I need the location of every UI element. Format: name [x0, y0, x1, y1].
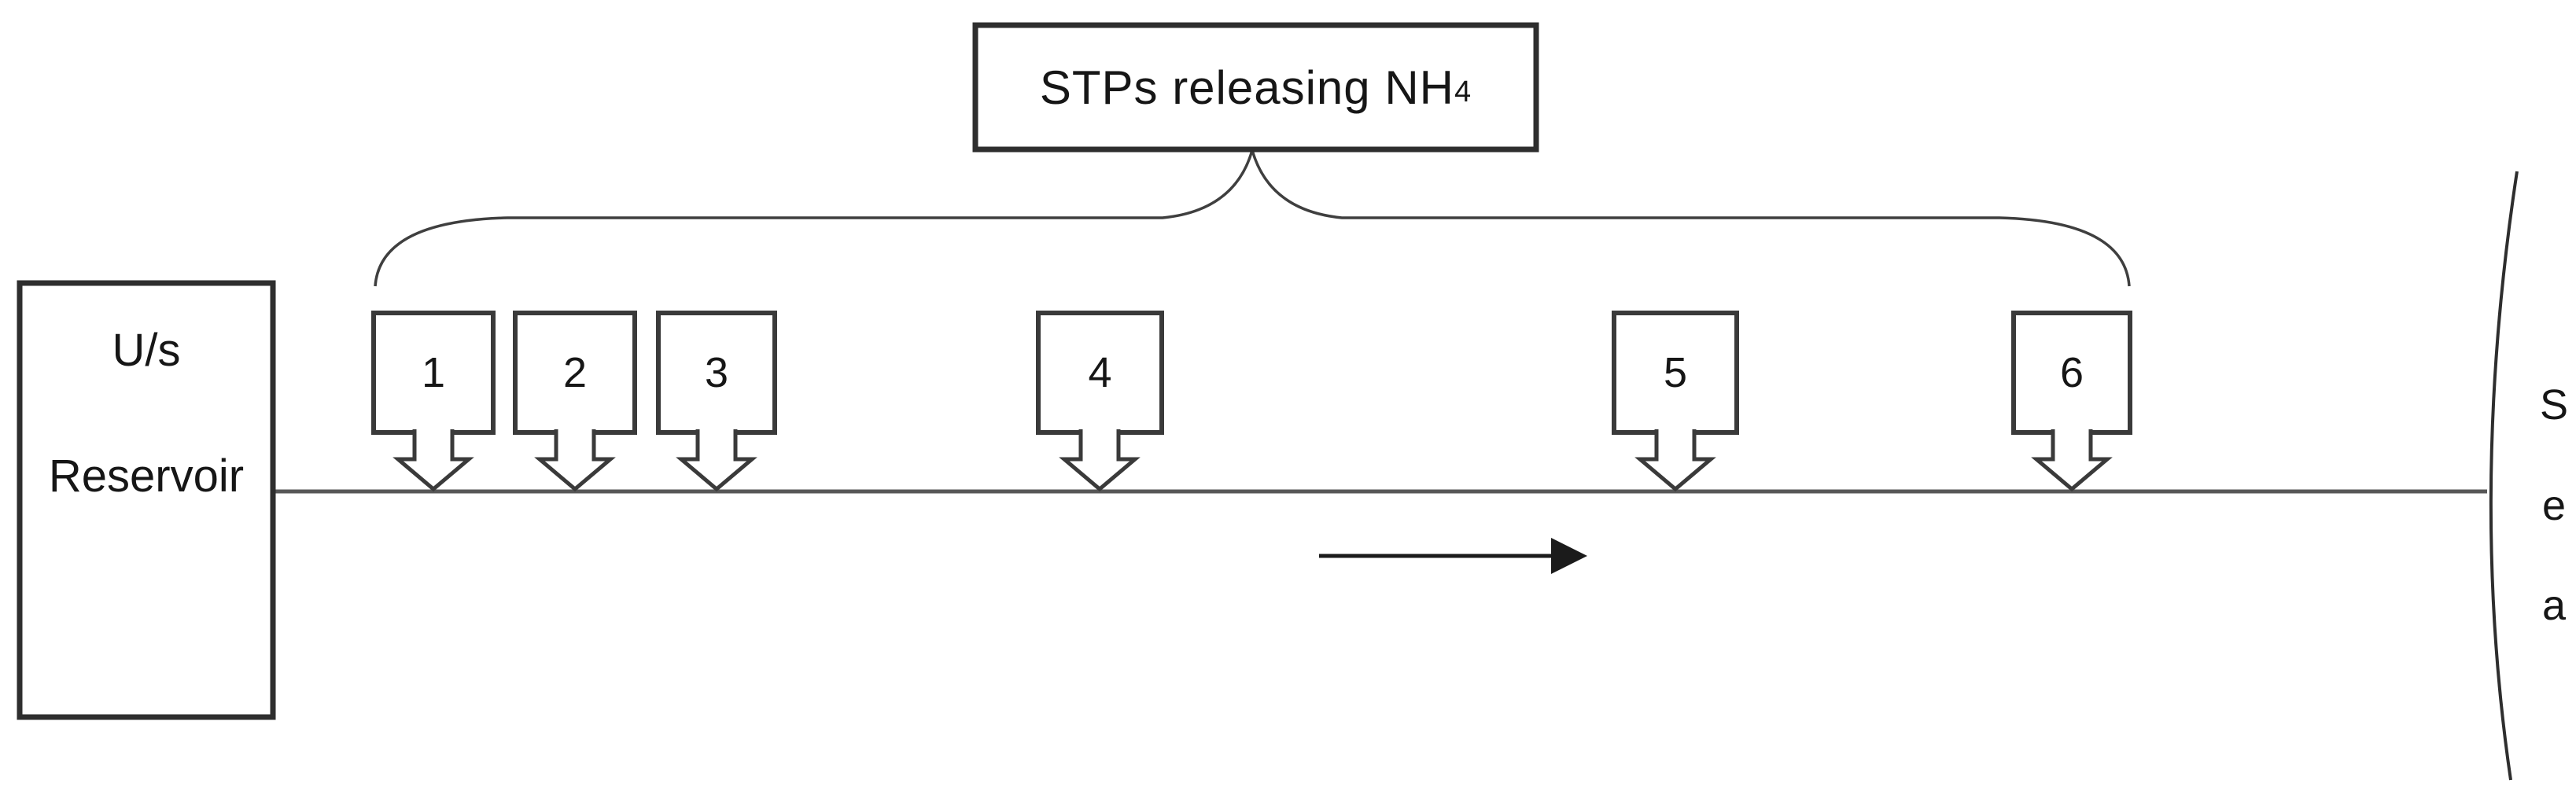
stp-box-5: [1612, 311, 1739, 435]
discharge-arrow-1-icon: [392, 429, 474, 492]
reservoir-label-line1: U/s: [112, 324, 181, 376]
stp-box-5-number: 5: [1663, 349, 1688, 396]
discharge-arrow-5-icon: [1634, 429, 1716, 492]
stp-box-1: [371, 311, 496, 435]
sea-letter-s: S: [2539, 381, 2569, 429]
discharge-arrow-4-icon: [1059, 429, 1141, 492]
flow-direction-arrow-icon: [1319, 538, 1587, 574]
sea-label: S e a: [2526, 376, 2576, 636]
discharge-arrow-2-icon: [534, 429, 616, 492]
stp-label-text: STPs releasing NH: [1039, 61, 1455, 114]
stp-box-6-number: 6: [2059, 349, 2084, 396]
sea-letter-e: e: [2541, 481, 2567, 529]
sea-letter-a: a: [2541, 582, 2567, 630]
stp-box-3-number: 3: [704, 349, 729, 396]
stp-box-6: [2011, 311, 2132, 435]
discharge-arrow-3-icon: [676, 429, 757, 492]
sea-shoreline-arc: [2489, 171, 2519, 781]
stp-group-brace: [374, 145, 2131, 287]
stp-label-box: [972, 22, 1539, 153]
stp-box-4-number: 4: [1088, 349, 1112, 396]
stp-box-2-number: 2: [562, 349, 588, 396]
discharge-arrow-6-icon: [2031, 429, 2113, 492]
reservoir-box: [17, 280, 276, 720]
stp-box-1-number: 1: [421, 349, 446, 396]
reservoir-label-line2: Reservoir: [48, 450, 245, 502]
